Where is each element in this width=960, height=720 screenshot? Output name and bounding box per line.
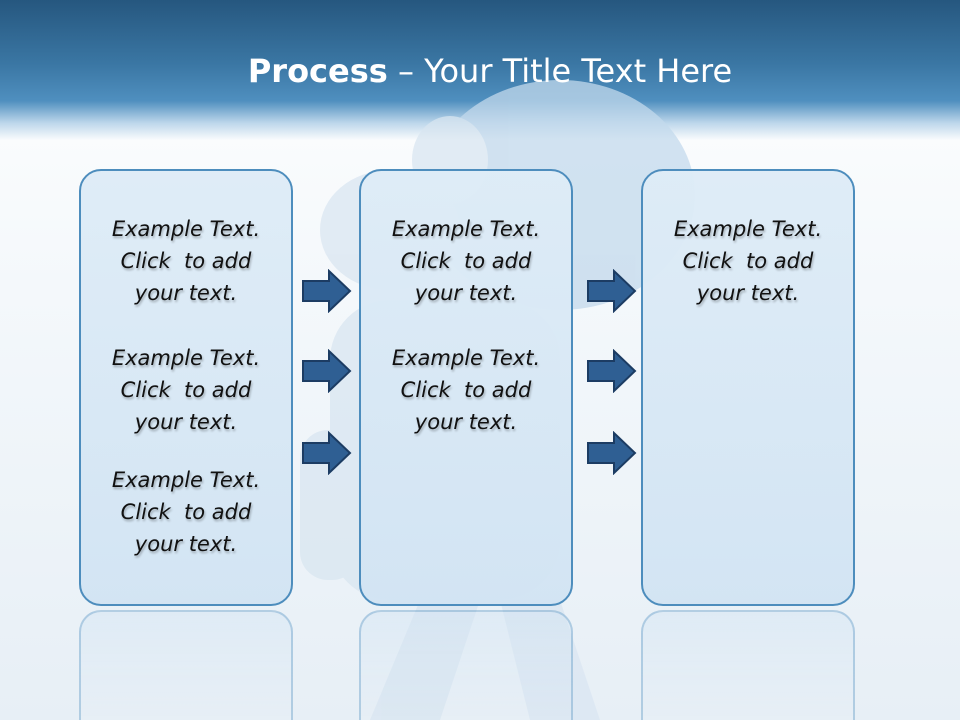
text-line: your text.: [414, 281, 518, 305]
text-line: your text.: [134, 281, 238, 305]
text-block[interactable]: Example Text. Click to add your text.: [361, 342, 571, 438]
process-box-2[interactable]: Example Text. Click to add your text. Ex…: [359, 169, 573, 606]
title-bold: Process: [247, 52, 388, 90]
text-line: Example Text.: [391, 346, 541, 370]
right-arrow-icon: [587, 431, 637, 475]
text-line: your text.: [134, 532, 238, 556]
right-arrow-icon: [302, 349, 352, 393]
text-line: Click to add: [120, 249, 252, 273]
text-line: Example Text.: [111, 468, 261, 492]
text-line: Click to add: [120, 378, 252, 402]
right-arrow-icon: [587, 269, 637, 313]
text-line: Click to add: [120, 500, 252, 524]
text-line: Example Text.: [111, 346, 261, 370]
text-line: Click to add: [400, 378, 532, 402]
process-box-3[interactable]: Example Text. Click to add your text.: [641, 169, 855, 606]
text-line: Click to add: [400, 249, 532, 273]
text-line: your text.: [134, 410, 238, 434]
text-line: your text.: [414, 410, 518, 434]
text-block[interactable]: Example Text. Click to add your text.: [643, 213, 853, 309]
right-arrow-icon: [302, 431, 352, 475]
text-block[interactable]: Example Text. Click to add your text.: [361, 213, 571, 309]
text-line: Example Text.: [111, 217, 261, 241]
text-line: your text.: [696, 281, 800, 305]
text-line: Example Text.: [673, 217, 823, 241]
text-line: Click to add: [682, 249, 814, 273]
process-box-1[interactable]: Example Text. Click to add your text. Ex…: [79, 169, 293, 606]
title-rest: – Your Title Text Here: [397, 52, 733, 90]
text-block[interactable]: Example Text. Click to add your text.: [81, 342, 291, 438]
box-reflection: [359, 610, 573, 720]
right-arrow-icon: [302, 269, 352, 313]
right-arrow-icon: [587, 349, 637, 393]
page-title: Process – Your Title Text Here: [10, 52, 960, 90]
text-line: Example Text.: [391, 217, 541, 241]
text-block[interactable]: Example Text. Click to add your text.: [81, 213, 291, 309]
box-reflection: [641, 610, 855, 720]
box-reflection: [79, 610, 293, 720]
text-block[interactable]: Example Text. Click to add your text.: [81, 464, 291, 560]
